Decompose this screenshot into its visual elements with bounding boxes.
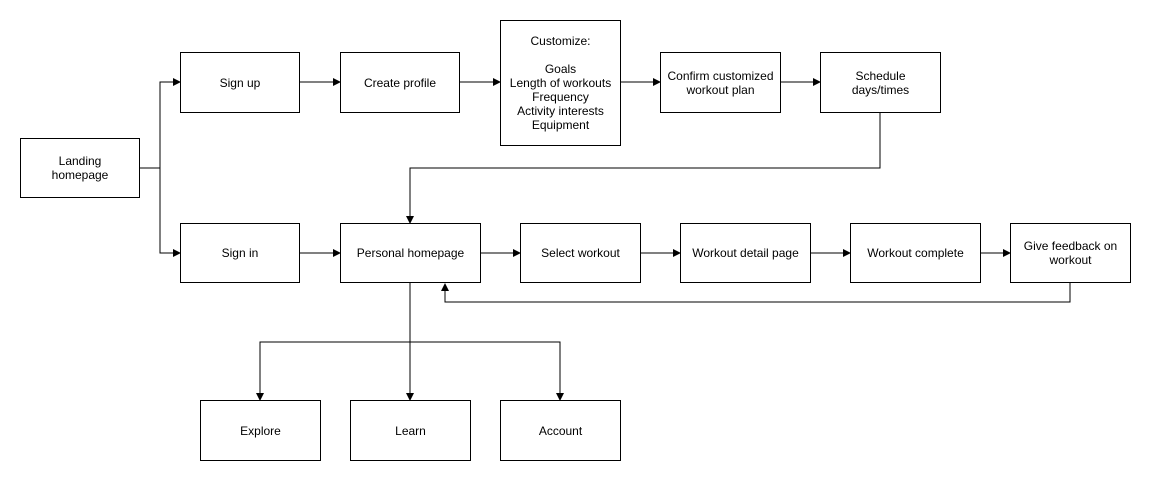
node-label: Workout detail page — [692, 246, 799, 260]
node-label: Schedule days/times — [851, 68, 910, 97]
edge-landing-to-signin — [140, 167, 181, 257]
node-personal-homepage: Personal homepage — [340, 223, 481, 283]
node-workout-complete: Workout complete — [850, 223, 981, 283]
node-give-feedback: Give feedback on workout — [1010, 223, 1131, 283]
node-label: Landing homepage — [51, 154, 109, 182]
edge-landing-to-signup — [140, 78, 181, 169]
edge-feedback-to-personalhomepage — [441, 283, 1071, 303]
node-label: Explore — [240, 423, 281, 438]
node-label: Create profile — [363, 75, 437, 90]
node-label: Account — [538, 423, 583, 438]
node-label: Confirm customized workout plan — [667, 68, 774, 97]
node-label: Give feedback on workout — [1023, 239, 1118, 267]
node-label: Sign in — [221, 246, 259, 260]
node-schedule: Schedule days/times — [820, 52, 941, 113]
node-workout-detail: Workout detail page — [680, 223, 811, 283]
node-account: Account — [500, 400, 621, 461]
node-label: Sign up — [219, 75, 261, 90]
node-label: Workout complete — [867, 246, 964, 260]
node-confirm-plan: Confirm customized workout plan — [660, 52, 781, 113]
edge-personalhomepage-to-account — [410, 341, 564, 401]
node-label: Learn — [395, 423, 426, 438]
node-landing-homepage: Landing homepage — [20, 138, 140, 198]
node-learn: Learn — [350, 400, 471, 461]
node-create-profile: Create profile — [340, 52, 460, 113]
node-label: Customize: Goals Length of workouts Freq… — [509, 34, 612, 132]
node-customize: Customize: Goals Length of workouts Freq… — [500, 20, 621, 146]
node-sign-up: Sign up — [180, 52, 300, 113]
node-label: Select workout — [541, 246, 620, 260]
node-explore: Explore — [200, 400, 321, 461]
edge-personalhomepage-to-explore — [256, 341, 410, 401]
node-select-workout: Select workout — [520, 223, 641, 283]
edge-schedule-to-personalhomepage — [406, 112, 881, 224]
node-sign-in: Sign in — [180, 223, 300, 283]
node-label: Personal homepage — [356, 246, 465, 260]
